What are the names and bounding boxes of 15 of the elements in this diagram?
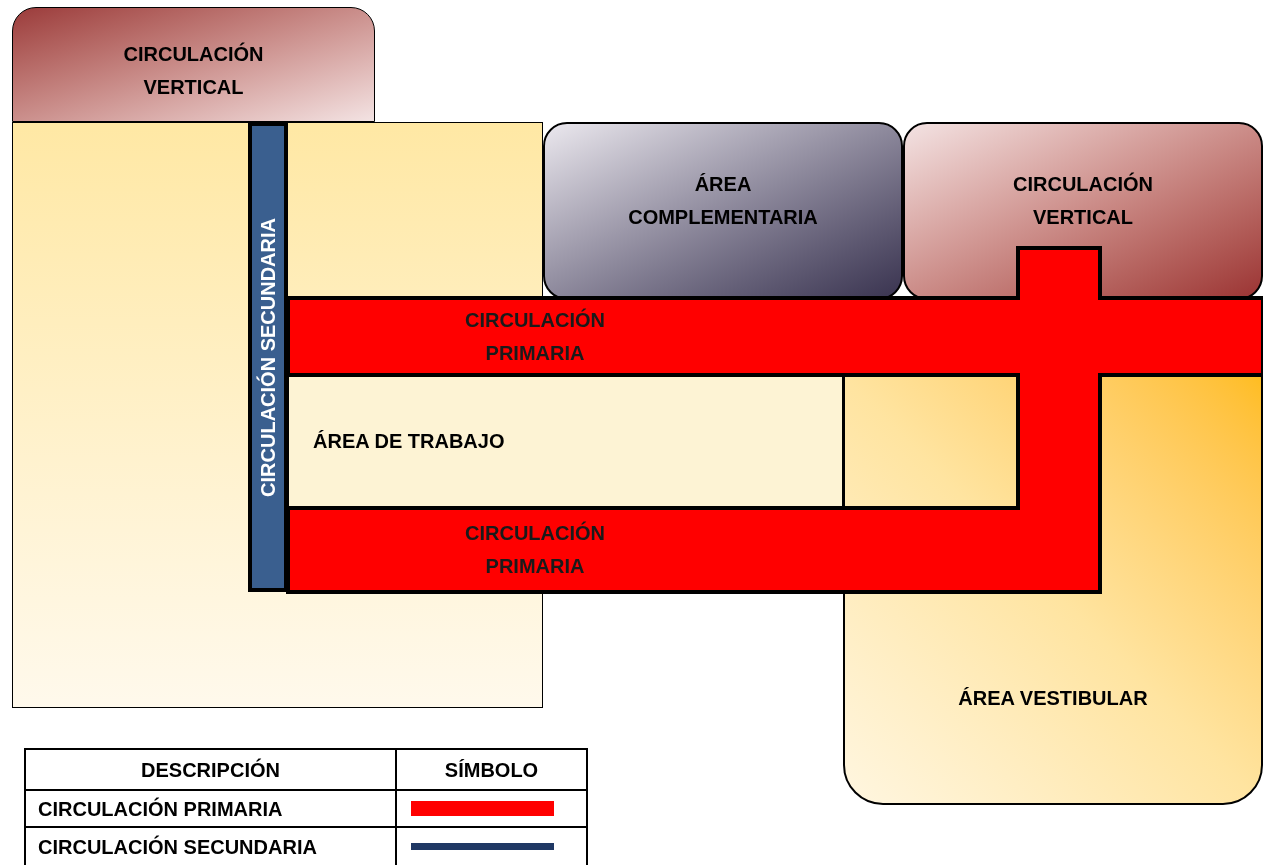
area-label: CIRCULACIÓN SECUNDARIA bbox=[255, 217, 280, 497]
vertical-circulation-area bbox=[12, 7, 375, 122]
legend-text: CIRCULACIÓN PRIMARIA bbox=[38, 796, 283, 822]
column-header: SÍMBOLO bbox=[444, 757, 539, 783]
area-label: ÁREA COMPLEMENTARIA bbox=[627, 172, 819, 230]
work-area bbox=[288, 375, 843, 508]
legend-text: CIRCULACIÓN SECUNDARIA bbox=[38, 834, 317, 860]
secondary-circulation-bar bbox=[248, 122, 288, 592]
area-label: CIRCULACIÓN PRIMARIA bbox=[464, 520, 606, 579]
area-label: ÁREA VESTIBULAR bbox=[958, 686, 1148, 711]
area-label: CIRCULACIÓN VERTICAL bbox=[122, 41, 265, 100]
area-label: CIRCULACIÓN PRIMARIA bbox=[464, 307, 606, 366]
area-label: CIRCULACIÓN VERTICAL bbox=[1012, 171, 1154, 230]
column-header: DESCRIPCIÓN bbox=[141, 757, 280, 783]
area-label: ÁREA DE TRABAJO bbox=[313, 429, 505, 454]
